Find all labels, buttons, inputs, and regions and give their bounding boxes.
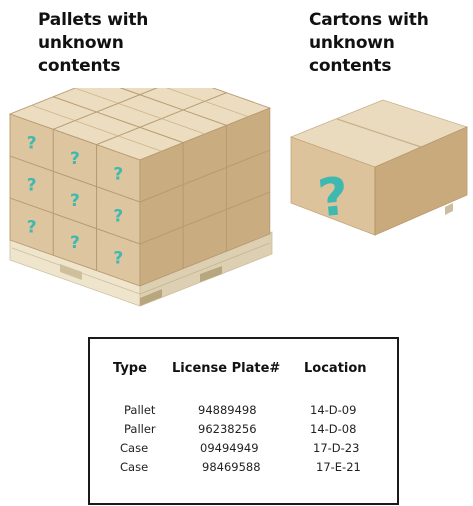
box-question-mark: ? [113, 206, 123, 226]
type-column-header: Type [113, 361, 147, 376]
cartons-heading-line-3: contents [309, 55, 429, 78]
box-question-mark: ? [27, 218, 37, 238]
row-2-license-plate: 96238256 [198, 422, 257, 436]
pallets-heading-line-3: contents [38, 55, 148, 78]
row-4-license-plate: 98469588 [202, 460, 261, 474]
row-1-type: Pallet [124, 403, 155, 417]
license-plate-table: Type License Plate# Location Pallet 9488… [88, 337, 399, 505]
box-question-mark: ? [70, 191, 80, 211]
row-3-location: 17-D-23 [313, 441, 359, 455]
box-question-mark: ? [27, 176, 37, 196]
row-3-type: Case [120, 441, 148, 455]
pallet-of-boxes-illustration: ????????? [0, 88, 290, 320]
license-plate-column-header: License Plate# [172, 361, 280, 376]
box-question-mark: ? [113, 248, 123, 268]
row-2-location: 14-D-08 [310, 422, 356, 436]
box-question-mark: ? [113, 164, 123, 184]
pallets-heading-line-1: Pallets with [38, 9, 148, 32]
pallets-heading-line-2: unknown [38, 32, 148, 55]
box-question-mark: ? [27, 134, 37, 154]
cartons-heading-line-2: unknown [309, 32, 429, 55]
row-4-type: Case [120, 460, 148, 474]
box-question-mark: ? [70, 149, 80, 169]
single-carton-illustration: ? [285, 95, 473, 240]
row-3-license-plate: 09494949 [200, 441, 259, 455]
carton-box: ? [291, 100, 467, 235]
row-1-location: 14-D-09 [310, 403, 356, 417]
carton-question-mark: ? [315, 167, 351, 230]
row-2-type: Paller [124, 422, 156, 436]
row-1-license-plate: 94889498 [198, 403, 257, 417]
location-column-header: Location [304, 361, 367, 376]
cartons-heading: Cartons with unknown contents [309, 9, 429, 78]
cartons-heading-line-1: Cartons with [309, 9, 429, 32]
box-question-mark: ? [70, 233, 80, 253]
pallets-heading: Pallets with unknown contents [38, 9, 148, 78]
row-4-location: 17-E-21 [316, 460, 361, 474]
